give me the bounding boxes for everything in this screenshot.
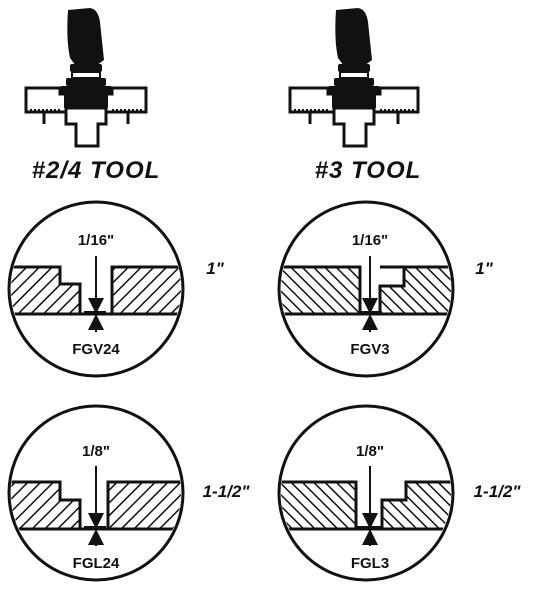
cutter-diagram: 1/8" FGL3 1-1/2" — [277, 404, 522, 582]
depth-label: 1-1/2" — [474, 482, 522, 501]
depth-label: 1" — [206, 259, 224, 278]
part-number-label: FGV3 — [350, 341, 389, 358]
tool-title: #3 TOOL — [315, 157, 422, 184]
depth-label: 1" — [475, 259, 493, 278]
bevel-tool-icon — [24, 8, 148, 148]
tool-column-2: #3 TOOL 1/16" FGV3 1" — [277, 8, 522, 582]
cutter-diagram: 1/16" FGV24 1" — [7, 200, 225, 378]
gap-size-label: 1/8" — [82, 443, 110, 460]
bevel-tool-icon — [288, 8, 420, 148]
gap-size-label: 1/8" — [356, 443, 384, 460]
part-number-label: FGL3 — [351, 555, 389, 572]
part-number-label: FGV24 — [72, 341, 120, 358]
cutter-diagram: 1/8" FGL24 1-1/2" — [7, 404, 251, 582]
cutter-diagram: 1/16" FGV3 1" — [277, 200, 494, 378]
gap-size-label: 1/16" — [78, 232, 114, 249]
tool-title: #2/4 TOOL — [32, 157, 161, 184]
tool-column-1: #2/4 TOOL 1/16" FGV24 1" — [7, 8, 251, 582]
depth-label: 1-1/2" — [203, 482, 251, 501]
gap-size-label: 1/16" — [352, 232, 388, 249]
part-number-label: FGL24 — [73, 555, 120, 572]
